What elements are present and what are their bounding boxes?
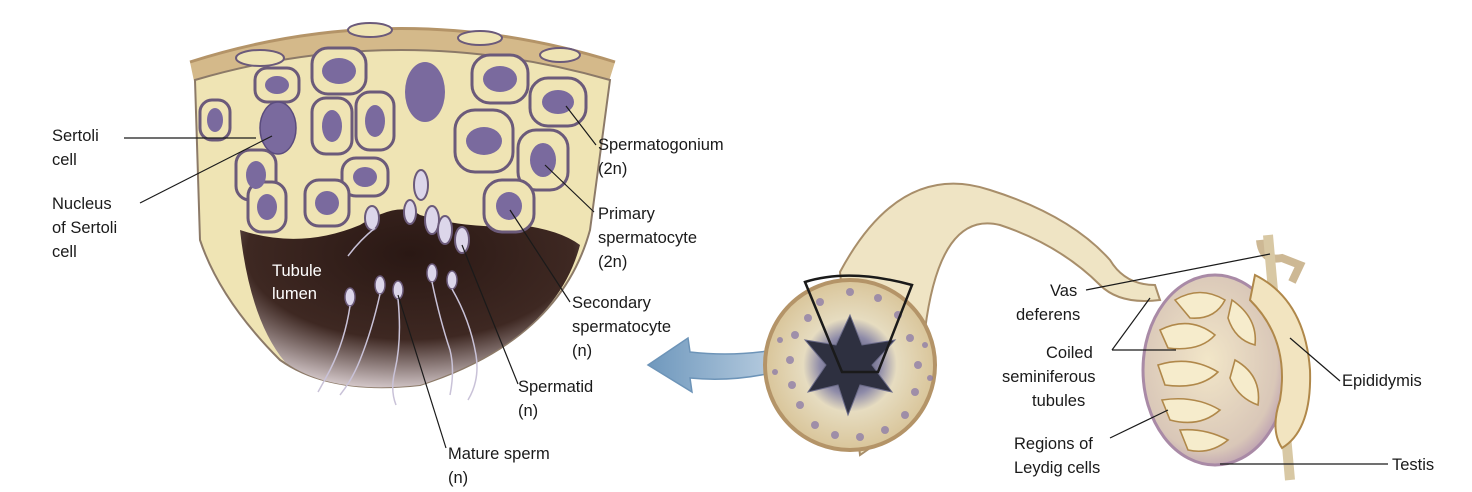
svg-text:spermatocyte: spermatocyte — [572, 318, 671, 336]
svg-text:Spermatogonium: Spermatogonium — [598, 136, 724, 154]
svg-text:Epididymis: Epididymis — [1342, 372, 1422, 390]
sertoli-nucleus-shape — [259, 101, 297, 155]
svg-text:Leydig cells: Leydig cells — [1014, 459, 1100, 477]
svg-text:cell: cell — [52, 243, 77, 261]
tubule-wedge — [189, 22, 616, 406]
mature-sperm-shapes — [317, 227, 478, 406]
svg-text:Tubule: Tubule — [272, 262, 322, 280]
magnify-frame — [803, 274, 914, 374]
label-secondary-spermatocyte: Secondary spermatocyte (n) — [509, 209, 671, 360]
label-regions-of-leydig-cells: Regions of Leydig cells — [1014, 409, 1169, 477]
svg-text:Vas: Vas — [1050, 282, 1077, 300]
svg-text:spermatocyte: spermatocyte — [598, 229, 697, 247]
label-spermatid: Spermatid (n) — [461, 244, 593, 420]
testis-shape — [1141, 234, 1312, 481]
svg-text:Sertoli: Sertoli — [52, 127, 99, 145]
tubule-lumen-region — [240, 209, 580, 388]
svg-text:of Sertoli: of Sertoli — [52, 219, 117, 237]
svg-text:Secondary: Secondary — [572, 294, 652, 312]
epididymis-shape — [1248, 273, 1312, 450]
svg-text:(n): (n) — [572, 342, 592, 360]
label-tubule-lumen: Tubule lumen — [272, 262, 322, 303]
svg-text:Coiled: Coiled — [1046, 344, 1093, 362]
svg-text:Mature sperm: Mature sperm — [448, 445, 550, 463]
spermatids — [364, 169, 470, 254]
label-primary-spermatocyte: Primary spermatocyte (2n) — [544, 164, 697, 271]
svg-text:cell: cell — [52, 151, 77, 169]
label-coiled-seminiferous-tubules: Coiled seminiferous tubules — [1002, 297, 1176, 410]
svg-text:Testis: Testis — [1392, 456, 1434, 474]
svg-text:tubules: tubules — [1032, 392, 1085, 410]
tubule-cross-section — [763, 274, 937, 452]
label-mature-sperm: Mature sperm (n) — [397, 294, 550, 487]
label-vas-deferens: Vas deferens — [1016, 253, 1271, 324]
svg-text:Regions of: Regions of — [1014, 435, 1093, 453]
svg-text:Nucleus: Nucleus — [52, 195, 112, 213]
svg-text:(2n): (2n) — [598, 160, 627, 178]
myoid-cells — [235, 22, 581, 67]
sertoli-nucleus-shape-2 — [405, 62, 445, 122]
svg-text:(2n): (2n) — [598, 253, 627, 271]
label-testis: Testis — [1220, 456, 1434, 474]
svg-text:seminiferous: seminiferous — [1002, 368, 1096, 386]
svg-text:lumen: lumen — [272, 285, 317, 303]
svg-text:(n): (n) — [448, 469, 468, 487]
svg-text:Primary: Primary — [598, 205, 656, 223]
label-sertoli-cell: Sertoli cell — [52, 127, 256, 169]
svg-text:(n): (n) — [518, 402, 538, 420]
germ-cell-nuclei — [207, 58, 574, 220]
label-spermatogonium: Spermatogonium (2n) — [565, 105, 724, 178]
label-nucleus-of-sertoli-cell: Nucleus of Sertoli cell — [52, 135, 273, 261]
svg-text:Spermatid: Spermatid — [518, 378, 593, 396]
svg-text:deferens: deferens — [1016, 306, 1080, 324]
label-epididymis: Epididymis — [1289, 337, 1422, 390]
